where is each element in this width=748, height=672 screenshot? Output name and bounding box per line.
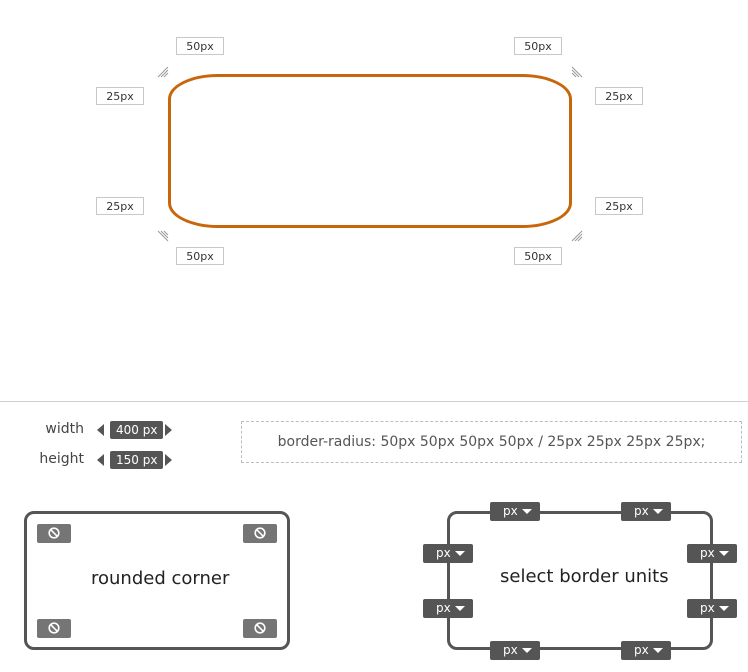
top-left-unit-select[interactable]: px — [490, 502, 540, 521]
width-decrease-arrow-icon[interactable] — [97, 424, 104, 436]
border-units-title: select border units — [500, 566, 669, 587]
top-right-corner-toggle[interactable] — [243, 524, 277, 543]
bottom-right-corner-toggle[interactable] — [243, 619, 277, 638]
top-right-horizontal-radius-input[interactable] — [514, 37, 562, 55]
width-value[interactable]: 400 px — [110, 421, 164, 439]
caret-down-icon — [455, 551, 465, 556]
top-left-vertical-radius-input[interactable] — [96, 87, 144, 105]
caret-down-icon — [653, 509, 663, 514]
caret-down-icon — [522, 648, 532, 653]
top-right-resize-handle-icon[interactable] — [571, 63, 583, 78]
bottom-left-corner-toggle[interactable] — [37, 619, 71, 638]
width-label: width — [45, 421, 84, 437]
bottom-left-vertical-radius-input[interactable] — [96, 197, 144, 215]
border-radius-preview-box — [168, 74, 572, 228]
height-label: height — [39, 451, 84, 467]
block-icon — [254, 622, 266, 634]
caret-down-icon — [719, 551, 729, 556]
left-top-unit-select[interactable]: px — [423, 544, 473, 563]
block-icon — [48, 622, 60, 634]
top-right-unit-select[interactable]: px — [621, 502, 671, 521]
caret-down-icon — [719, 606, 729, 611]
unit-label: px — [700, 546, 715, 560]
caret-down-icon — [653, 648, 663, 653]
top-left-horizontal-radius-input[interactable] — [176, 37, 224, 55]
unit-label: px — [700, 601, 715, 615]
bottom-right-horizontal-radius-input[interactable] — [514, 247, 562, 265]
left-bottom-unit-select[interactable]: px — [423, 599, 473, 618]
unit-label: px — [503, 643, 518, 657]
block-icon — [254, 527, 266, 539]
rounded-corner-title: rounded corner — [91, 568, 230, 589]
rounded-corner-panel: rounded corner — [24, 511, 290, 650]
border-units-panel — [447, 511, 713, 650]
bottom-right-vertical-radius-input[interactable] — [595, 197, 643, 215]
right-bottom-unit-select[interactable]: px — [687, 599, 737, 618]
unit-label: px — [503, 504, 518, 518]
unit-label: px — [634, 504, 649, 518]
height-value[interactable]: 150 px — [110, 451, 164, 469]
height-increase-arrow-icon[interactable] — [165, 454, 172, 466]
section-divider — [0, 401, 748, 402]
caret-down-icon — [455, 606, 465, 611]
bottom-left-resize-handle-icon[interactable] — [157, 227, 169, 242]
top-left-corner-toggle[interactable] — [37, 524, 71, 543]
unit-label: px — [634, 643, 649, 657]
top-left-resize-handle-icon[interactable] — [157, 63, 169, 78]
right-top-unit-select[interactable]: px — [687, 544, 737, 563]
top-right-vertical-radius-input[interactable] — [595, 87, 643, 105]
block-icon — [48, 527, 60, 539]
unit-label: px — [436, 601, 451, 615]
unit-label: px — [436, 546, 451, 560]
caret-down-icon — [522, 509, 532, 514]
bottom-left-horizontal-radius-input[interactable] — [176, 247, 224, 265]
bottom-right-resize-handle-icon[interactable] — [571, 227, 583, 242]
css-output-code[interactable]: border-radius: 50px 50px 50px 50px / 25p… — [241, 421, 742, 463]
height-decrease-arrow-icon[interactable] — [97, 454, 104, 466]
bottom-right-unit-select[interactable]: px — [621, 641, 671, 660]
bottom-left-unit-select[interactable]: px — [490, 641, 540, 660]
width-increase-arrow-icon[interactable] — [165, 424, 172, 436]
